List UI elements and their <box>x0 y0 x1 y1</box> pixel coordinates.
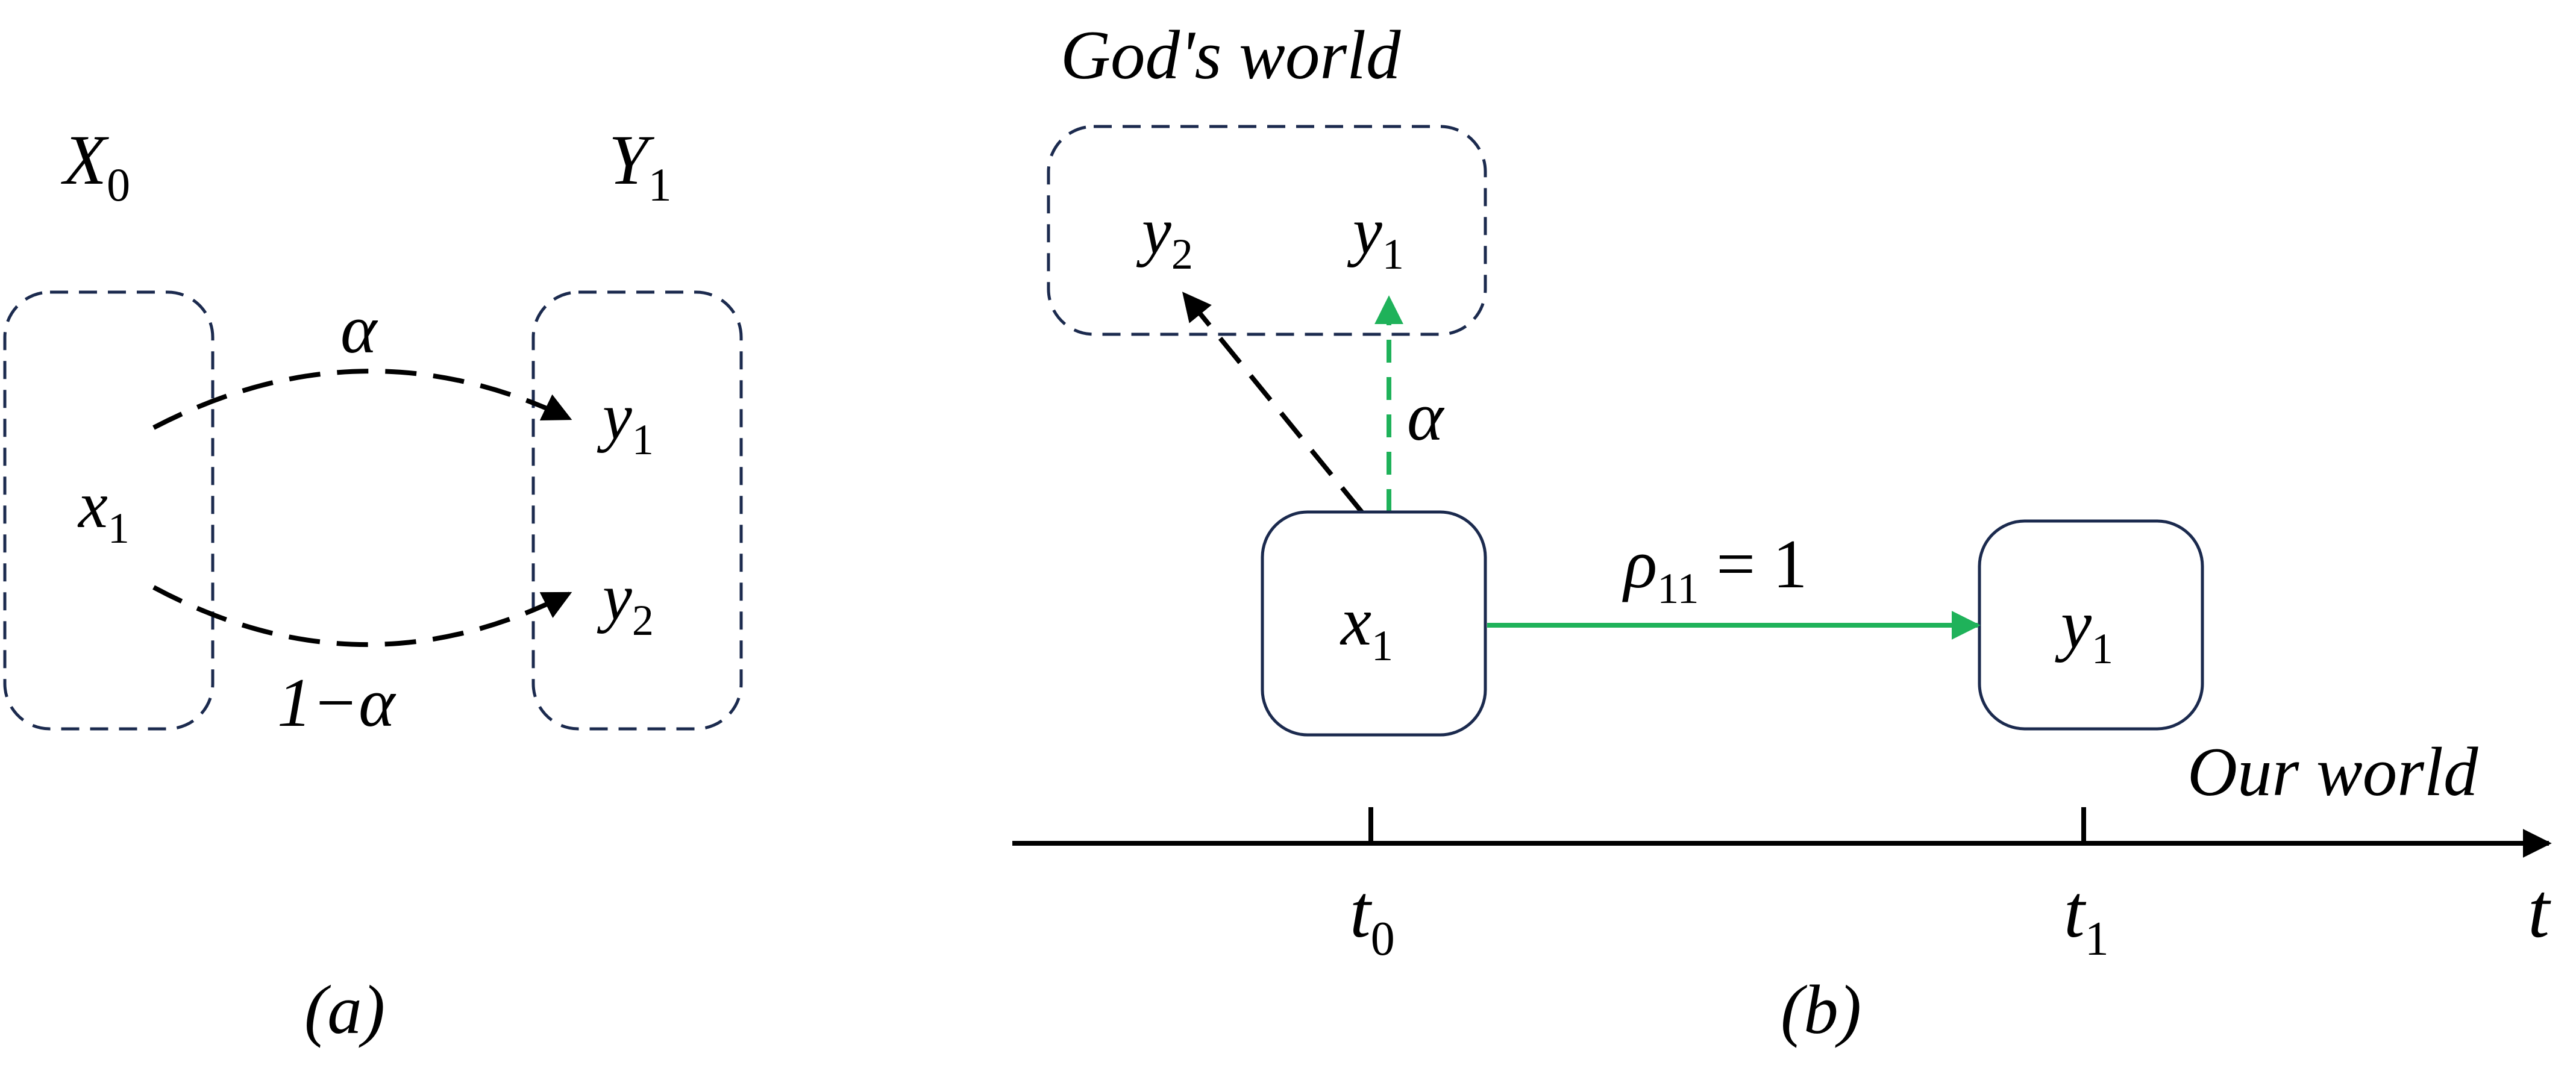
edge-label-alpha: α <box>340 291 378 367</box>
caption-b: (b) <box>1781 972 1861 1048</box>
set-x-label: X0 <box>61 120 130 211</box>
alpha-label: α <box>1407 378 1445 455</box>
edge-x1-gods-y2 <box>1182 292 1364 514</box>
panel-b: God's world y2 y1 α x1 y1 ρ11 = 1 Our wo… <box>1012 17 2552 1048</box>
tick-t1-label: t1 <box>2064 870 2109 966</box>
set-x-box <box>3 290 215 731</box>
tick-t0-label: t0 <box>1350 870 1395 966</box>
panel-a: X0 Y1 x1 y1 y2 α 1−α (a) <box>3 120 743 1048</box>
edge-label-one-minus-alpha: 1−α <box>277 664 396 741</box>
set-y-box <box>531 290 743 731</box>
gods-node-y2: y2 <box>1136 194 1193 278</box>
edge-x1-y2 <box>152 585 572 647</box>
axis-label-t: t <box>2528 867 2551 954</box>
gods-world-box <box>1047 125 1487 336</box>
gods-node-y1: y1 <box>1347 194 1404 278</box>
box-x1-label: x1 <box>1340 583 1393 670</box>
node-y2: y2 <box>597 560 654 645</box>
our-world-label: Our world <box>2187 734 2478 810</box>
node-x1: x1 <box>77 468 130 552</box>
edge-x1-y1 <box>152 369 572 430</box>
box-y1-label: y1 <box>2055 586 2113 673</box>
set-y-label: Y1 <box>609 120 672 211</box>
box-x1 <box>1261 510 1487 737</box>
caption-a: (a) <box>304 972 385 1048</box>
gods-world-label: God's world <box>1061 17 1401 93</box>
rho-label: ρ11 = 1 <box>1622 526 1807 613</box>
node-y1: y1 <box>597 379 654 464</box>
